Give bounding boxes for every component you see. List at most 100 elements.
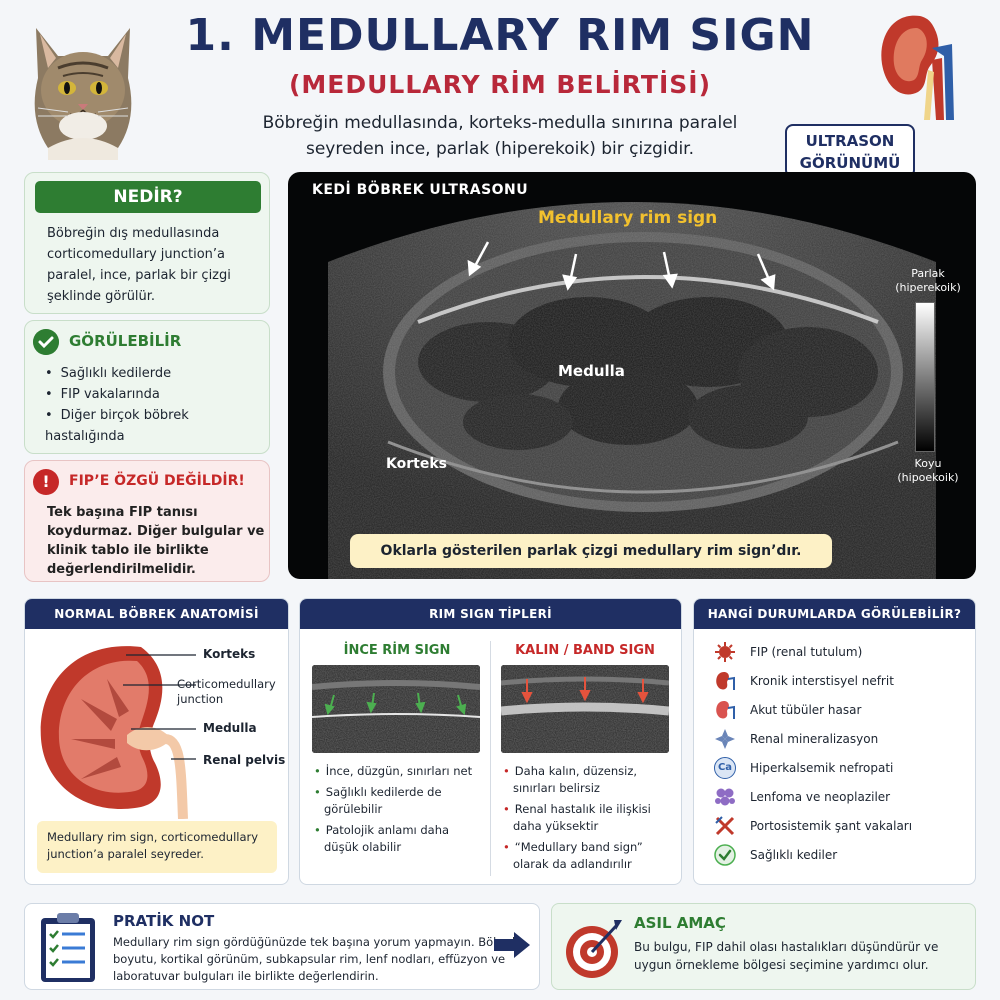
anatomy-cmj-line-2: junction — [177, 692, 224, 706]
page-title: 1. MEDULLARY RIM SIGN — [185, 10, 815, 61]
anatomy-note: Medullary rim sign, corticomedullary jun… — [37, 821, 277, 873]
badge-line-2: GÖRÜNÜMÜ — [799, 154, 901, 172]
target-icon — [566, 920, 622, 978]
scale-dark-text: Koyu — [914, 457, 942, 470]
list-item: Sağlıklı kediler — [714, 840, 969, 869]
fip-warning-card: ! FIP’E ÖZGÜ DEĞİLDİR! Tek başına FIP ta… — [24, 460, 270, 582]
asil-amac-text: Bu bulgu, FIP dahil olası hastalıkları d… — [634, 940, 939, 972]
list-item: Kronik interstisyel nefrit — [714, 666, 969, 695]
thin-rim-ultrasound — [312, 665, 480, 753]
case-label: Kronik interstisyel nefrit — [750, 673, 894, 688]
asil-amac-heading: ASIL AMAÇ — [634, 914, 726, 932]
korteks-label: Korteks — [386, 456, 447, 472]
scale-dark-sub: (hipoekoik) — [897, 471, 959, 484]
list-item: Patolojik anlamı daha düşük olabilir — [314, 822, 484, 856]
cases-panel: HANGİ DURUMLARDA GÖRÜLEBİLİR? FIP (renal… — [693, 598, 976, 885]
lead-description: Böbreğin medullasında, korteks-medulla s… — [200, 110, 800, 162]
cat-illustration — [34, 28, 132, 160]
check-icon — [714, 843, 736, 866]
case-label: Portosistemik şant vakaları — [750, 818, 913, 833]
check-circle-icon — [33, 329, 59, 355]
list-item: Lenfoma ve neoplaziler — [714, 782, 969, 811]
list-item: Renal mineralizasyon — [714, 724, 969, 753]
scale-bright-label: Parlak (hiperekoik) — [888, 267, 968, 295]
list-item: Sağlıklı kedilerde — [45, 363, 265, 384]
gorulebilir-list: Sağlıklı kedilerde FIP vakalarında Diğer… — [45, 363, 265, 447]
anatomy-panel: NORMAL BÖBREK ANATOMİSİ Korteks Corticom… — [24, 598, 289, 885]
thin-rim-title: İNCE RİM SIGN — [343, 643, 451, 658]
cells-icon — [715, 788, 735, 805]
list-item: Daha kalın, düzensiz, sınırları belirsiz — [503, 763, 673, 797]
scale-dark-label: Koyu (hipoekoik) — [888, 457, 968, 485]
list-item: Sağlıklı kedilerde de görülebilir — [314, 784, 484, 818]
medulla-label: Medulla — [558, 362, 625, 380]
scale-bright-text: Parlak — [911, 267, 945, 280]
calcium-icon: Ca — [714, 756, 736, 779]
list-item: “Medullary band sign” olarak da adlandır… — [503, 839, 673, 873]
thick-rim-list: Daha kalın, düzensiz, sınırları belirsiz… — [503, 763, 673, 877]
case-label: Hiperkalsemik nefropati — [750, 760, 894, 775]
list-item: Renal hastalık ile ilişkisi daha yüksekt… — [503, 801, 673, 835]
list-item: FIP (renal tutulum) — [714, 637, 969, 666]
anatomy-korteks-label: Korteks — [203, 647, 256, 661]
pratik-not-card: PRATİK NOT Medullary rim sign gördüğünüz… — [24, 903, 540, 990]
echogenicity-scale-bar — [915, 302, 935, 452]
kidney-icon — [881, 15, 954, 120]
case-label: Sağlıklı kediler — [750, 847, 838, 862]
list-item: Portosistemik şant vakaları — [714, 811, 969, 840]
gorulebilir-heading: GÖRÜLEBİLİR — [69, 332, 182, 350]
page-subtitle: (MEDULLARY RİM BELİRTİSİ) — [288, 70, 712, 99]
case-label: Akut tübüler hasar — [750, 702, 862, 717]
crystal-icon — [715, 728, 735, 749]
anatomy-medulla-label: Medulla — [203, 721, 257, 735]
ultrasound-caption: Oklarla gösterilen parlak çizgi medullar… — [350, 534, 832, 568]
case-label: Lenfoma ve neoplaziler — [750, 789, 891, 804]
anatomy-cmj-label: Corticomedullary junction — [177, 677, 276, 707]
virus-icon — [715, 641, 735, 662]
anatomy-cmj-line-1: Corticomedullary — [177, 677, 276, 691]
list-item: Akut tübüler hasar — [714, 695, 969, 724]
pratik-not-text: Medullary rim sign gördüğünüzde tek başı… — [113, 935, 519, 983]
ultrasound-panel: KEDİ BÖBREK ULTRASONU Medullary rim sign… — [288, 172, 976, 579]
list-item: FIP vakalarında — [45, 384, 265, 405]
rim-types-panel: RIM SIGN TİPLERİ İNCE RİM SIGN KALIN / B… — [299, 598, 682, 885]
rim-sign-label: Medullary rim sign — [538, 208, 718, 228]
fip-warning-heading: FIP’E ÖZGÜ DEĞİLDİR! — [69, 473, 245, 489]
case-label: FIP (renal tutulum) — [750, 644, 863, 659]
clipboard-icon — [41, 913, 95, 982]
asil-amac-card: ASIL AMAÇ Bu bulgu, FIP dahil olası hast… — [551, 903, 976, 990]
lead-line-1: Böbreğin medullasında, korteks-medulla s… — [262, 113, 738, 133]
pratik-not-heading: PRATİK NOT — [113, 912, 215, 930]
kidney-icon — [716, 700, 735, 719]
nedir-text: Böbreğin dış medullasında corticomedulla… — [47, 226, 231, 304]
list-item: Ca Hiperkalsemik nefropati — [714, 753, 969, 782]
cases-list: FIP (renal tutulum) Kronik interstisyel … — [714, 637, 969, 869]
nedir-card: NEDİR? Böbreğin dış medullasında cortico… — [24, 172, 270, 314]
rim-arrows — [467, 241, 776, 291]
vessel-icon — [715, 815, 735, 835]
nedir-heading: NEDİR? — [35, 181, 261, 213]
cases-heading: HANGİ DURUMLARDA GÖRÜLEBİLİR? — [694, 599, 975, 629]
gorulebilir-card: GÖRÜLEBİLİR Sağlıklı kedilerde FIP vakal… — [24, 320, 270, 454]
ultrasound-view-badge: ULTRASON GÖRÜNÜMÜ — [785, 124, 915, 178]
badge-line-1: ULTRASON — [805, 132, 895, 150]
ultrasound-image — [328, 202, 936, 579]
rim-types-heading: RIM SIGN TİPLERİ — [300, 599, 681, 629]
anatomy-pelvis-label: Renal pelvis — [203, 753, 286, 767]
exclamation-icon: ! — [33, 469, 59, 495]
kidney-icon — [716, 671, 735, 690]
lead-line-2: seyreden ince, parlak (hiperekoik) bir ç… — [305, 139, 695, 159]
thick-rim-title: KALIN / BAND SIGN — [515, 643, 655, 658]
ultrasound-title: KEDİ BÖBREK ULTRASONU — [312, 182, 529, 198]
scale-bright-sub: (hiperekoik) — [895, 281, 961, 294]
anatomy-heading: NORMAL BÖBREK ANATOMİSİ — [25, 599, 288, 629]
fip-warning-text: Tek başına FIP tanısı koydurmaz. Diğer b… — [47, 505, 265, 577]
thin-rim-list: İnce, düzgün, sınırları net Sağlıklı ked… — [314, 763, 484, 860]
arrow-right-icon — [494, 932, 530, 958]
list-item: Diğer birçok böbrek hastalığında — [45, 405, 265, 447]
case-label: Renal mineralizasyon — [750, 731, 879, 746]
thick-band-ultrasound — [501, 665, 669, 753]
list-item: İnce, düzgün, sınırları net — [314, 763, 484, 780]
divider — [490, 641, 491, 876]
kidney-cross-section-diagram — [40, 646, 196, 819]
